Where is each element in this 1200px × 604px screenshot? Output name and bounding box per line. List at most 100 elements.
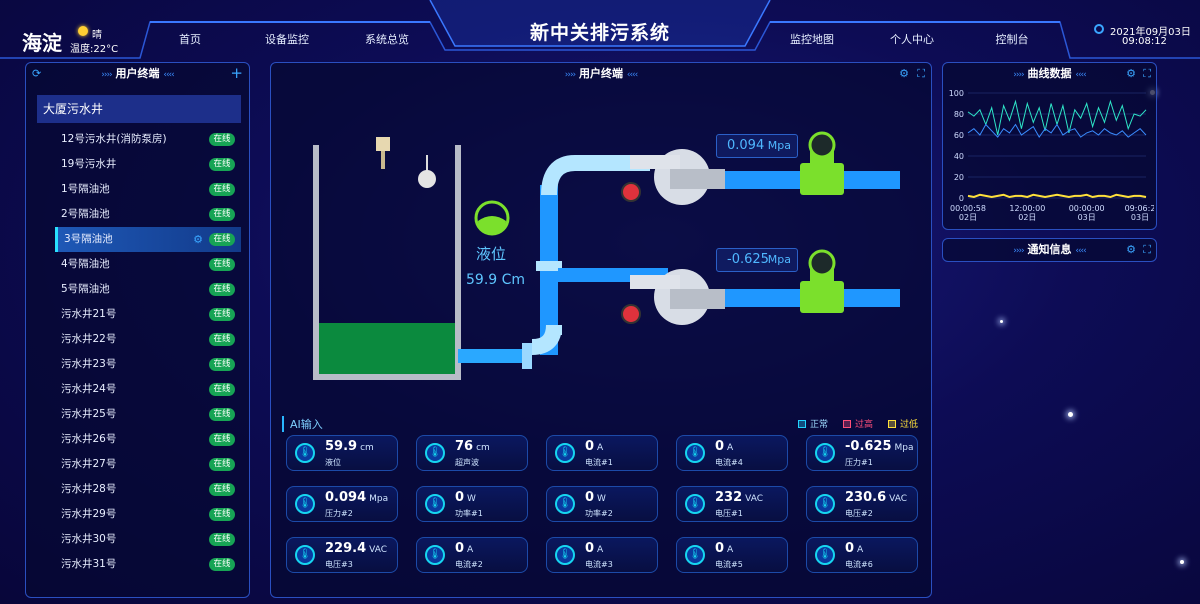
group-title[interactable]: 大厦污水井 [37, 95, 241, 123]
tile-value-number: 0 [455, 541, 465, 556]
flow-meter-1 [800, 163, 844, 195]
terminal-list-item[interactable]: 污水井31号在线 [55, 552, 241, 577]
terminal-name: 1号隔油池 [61, 183, 110, 195]
terminal-list-item[interactable]: 污水井22号在线 [55, 327, 241, 352]
panel-header: ›››› 用户终端 ‹‹‹‹ [26, 63, 249, 85]
online-status-badge: 在线 [209, 283, 235, 296]
nav-monitoring-map[interactable]: 监控地图 [770, 30, 854, 50]
online-status-badge: 在线 [209, 308, 235, 321]
tile-value-number: 229.4 [325, 541, 367, 556]
chevron-left-icon: ‹‹‹‹ [1075, 246, 1086, 256]
panel-title: 用户终端 [115, 67, 160, 80]
tile-unit: W [467, 494, 476, 504]
fullscreen-icon[interactable]: ⛶ [917, 67, 925, 80]
pump-station-diagram [313, 131, 900, 380]
nav-personal-center[interactable]: 个人中心 [870, 30, 954, 50]
terminal-name: 污水井25号 [61, 408, 117, 420]
pressure-1-value: 0.094 [727, 138, 765, 153]
online-status-badge: 在线 [209, 133, 235, 146]
tile-unit: A [467, 545, 474, 555]
terminal-list-item[interactable]: 污水井29号在线 [55, 502, 241, 527]
tile-value-number: 0 [715, 541, 725, 556]
fullscreen-icon[interactable]: ⛶ [1143, 243, 1151, 256]
star-decoration [1068, 412, 1073, 417]
x-tick-time: 00:00:58 [950, 204, 986, 213]
tile-name: 液位 [325, 458, 341, 467]
terminal-list-item[interactable]: 污水井30号在线 [55, 527, 241, 552]
tile-name: 电压#2 [845, 509, 873, 518]
tile-name: 电流#3 [585, 560, 613, 569]
thermometer-icon: 🌡 [295, 545, 315, 565]
terminal-list-item[interactable]: 12号污水井(消防泵房) 在线 [55, 127, 241, 152]
tile-unit: A [727, 545, 734, 555]
legend-swatch [843, 420, 851, 428]
star-decoration [1000, 320, 1003, 323]
terminal-list-item[interactable]: 3号隔油池⚙在线 [55, 227, 241, 252]
pressure-1-unit: Mpa [767, 139, 791, 152]
tile-name: 电流#4 [715, 458, 743, 467]
terminal-list-item[interactable]: 污水井26号在线 [55, 427, 241, 452]
tile-name: 压力#2 [325, 509, 353, 518]
nav-home[interactable]: 首页 [155, 30, 225, 50]
terminal-list-item[interactable]: 污水井27号在线 [55, 452, 241, 477]
terminal-list-item[interactable]: 污水井24号在线 [55, 377, 241, 402]
panel-title: 用户终端 [579, 67, 623, 80]
tile-unit: cm [360, 443, 374, 453]
terminal-list-item[interactable]: 污水井21号在线 [55, 302, 241, 327]
add-icon[interactable]: + [230, 64, 243, 82]
nav-console[interactable]: 控制台 [970, 30, 1054, 50]
terminal-name: 污水井26号 [61, 433, 117, 445]
tile-unit: A [597, 545, 604, 555]
tile-value-number: 0 [715, 439, 725, 454]
tile-name: 电流#1 [585, 458, 613, 467]
tile-value-number: 0 [845, 541, 855, 556]
ai-input-title: AI输入 [282, 416, 323, 432]
terminal-list-item[interactable]: 2号隔油池在线 [55, 202, 241, 227]
tile-name: 压力#1 [845, 458, 873, 467]
terminal-list-item[interactable]: 19号污水井在线 [55, 152, 241, 177]
terminal-list-item[interactable]: 污水井28号在线 [55, 477, 241, 502]
settings-icon[interactable]: ⚙ [1126, 67, 1136, 80]
settings-icon[interactable]: ⚙ [1126, 243, 1136, 256]
terminal-list-item[interactable]: 5号隔油池在线 [55, 277, 241, 302]
thermometer-icon: 🌡 [425, 443, 445, 463]
terminal-list-item[interactable]: 污水井25号在线 [55, 402, 241, 427]
nav-device-monitoring[interactable]: 设备监控 [245, 30, 329, 50]
refresh-icon[interactable]: ⟳ [32, 67, 42, 80]
chevron-left-icon: ‹‹‹‹ [1075, 70, 1086, 80]
header-frame [0, 0, 1200, 59]
online-status-badge: 在线 [209, 158, 235, 171]
fullscreen-icon[interactable]: ⛶ [1143, 67, 1151, 80]
terminal-name: 污水井30号 [61, 533, 117, 545]
terminal-list-item[interactable]: 污水井23号在线 [55, 352, 241, 377]
x-tick-time: 12:00:00 [1009, 204, 1045, 213]
terminal-list-item[interactable]: 4号隔油池在线 [55, 252, 241, 277]
legend-label: 正常 [810, 420, 829, 430]
tile-unit: VAC [889, 494, 907, 504]
tile-unit: cm [476, 443, 490, 453]
terminal-name: 12号污水井(消防泵房) [61, 133, 167, 145]
thermometer-icon: 🌡 [425, 545, 445, 565]
x-tick-time: 09:06:2 [1125, 204, 1154, 213]
settings-icon[interactable]: ⚙ [193, 233, 203, 246]
y-tick-label: 0 [959, 194, 964, 203]
online-status-badge: 在线 [209, 333, 235, 346]
legend-normal: 正常 [798, 417, 828, 430]
liquid-level-label: 液位 [476, 245, 507, 263]
thermometer-icon: 🌡 [685, 545, 705, 565]
legend-swatch [798, 420, 806, 428]
terminal-name: 污水井27号 [61, 458, 117, 470]
settings-icon[interactable]: ⚙ [899, 67, 909, 80]
tile-value-number: 230.6 [845, 490, 887, 505]
terminal-list-item[interactable]: 1号隔油池在线 [55, 177, 241, 202]
chevron-right-icon: ›››› [1013, 70, 1024, 80]
panel-title: 通知信息 [1027, 243, 1072, 256]
nav-system-overview[interactable]: 系统总览 [345, 30, 429, 50]
